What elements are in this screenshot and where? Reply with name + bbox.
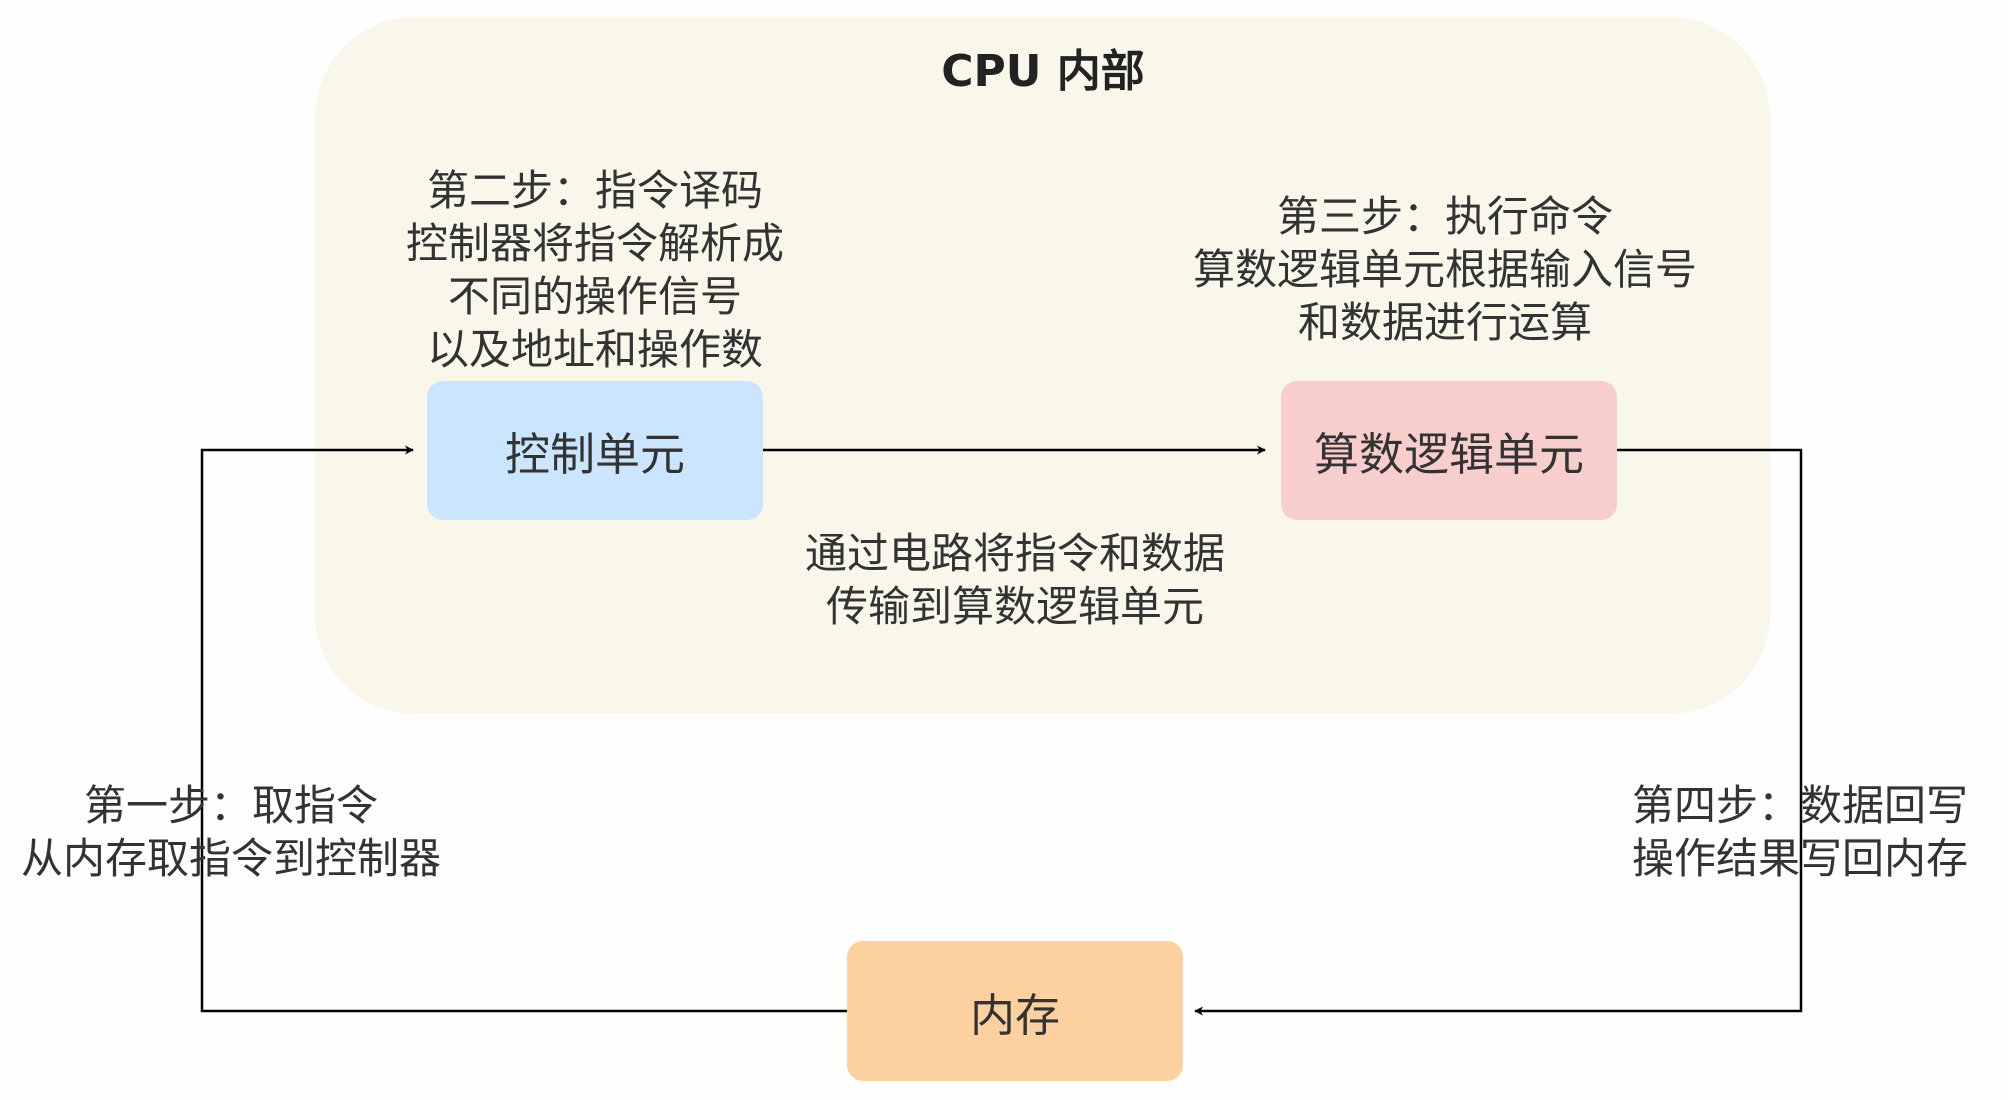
decode-line-2: 控制器将指令解析成 — [405, 219, 784, 268]
decode-line-4: 以及地址和操作数 — [426, 325, 763, 374]
cpu-container — [315, 17, 1770, 714]
transfer-label: 通过电路将指令和数据 传输到算数逻辑单元 — [765, 527, 1265, 633]
fetch-line-1: 第一步：取指令 — [83, 781, 378, 830]
writeback-line-1: 第四步：数据回写 — [1631, 781, 1968, 830]
transfer-line-2: 传输到算数逻辑单元 — [825, 582, 1204, 631]
execute-line-3: 和数据进行运算 — [1297, 298, 1592, 347]
memory-node: 内存 — [847, 941, 1183, 1081]
memory-label: 内存 — [969, 988, 1060, 1042]
cpu-title: CPU 内部 — [941, 46, 1145, 97]
fetch-line-2: 从内存取指令到控制器 — [20, 834, 441, 883]
alu-label: 算数逻辑单元 — [1313, 428, 1584, 481]
execute-line-1: 第三步：执行命令 — [1276, 192, 1613, 241]
decode-line-3: 不同的操作信号 — [447, 272, 742, 321]
arrow-alu-to-memory — [1194, 448, 1803, 1016]
step-one-fetch-label: 第一步：取指令 从内存取指令到控制器 — [0, 779, 462, 885]
decode-line-1: 第二步：指令译码 — [426, 166, 763, 215]
control-unit-label: 控制单元 — [504, 428, 685, 481]
step-four-writeback-label: 第四步：数据回写 操作结果写回内存 — [1600, 779, 2000, 885]
execute-line-2: 算数逻辑单元根据输入信号 — [1192, 245, 1697, 294]
transfer-line-1: 通过电路将指令和数据 — [804, 529, 1225, 578]
arrow-memory-to-control — [200, 445, 847, 1013]
writeback-line-2: 操作结果写回内存 — [1631, 834, 1968, 883]
step-two-decode-label: 第二步：指令译码 控制器将指令解析成 不同的操作信号 以及地址和操作数 — [345, 164, 845, 376]
step-three-execute-label: 第三步：执行命令 算数逻辑单元根据输入信号 和数据进行运算 — [1145, 190, 1745, 349]
alu-node: 算数逻辑单元 — [1281, 381, 1617, 520]
control-unit-node: 控制单元 — [427, 381, 763, 520]
